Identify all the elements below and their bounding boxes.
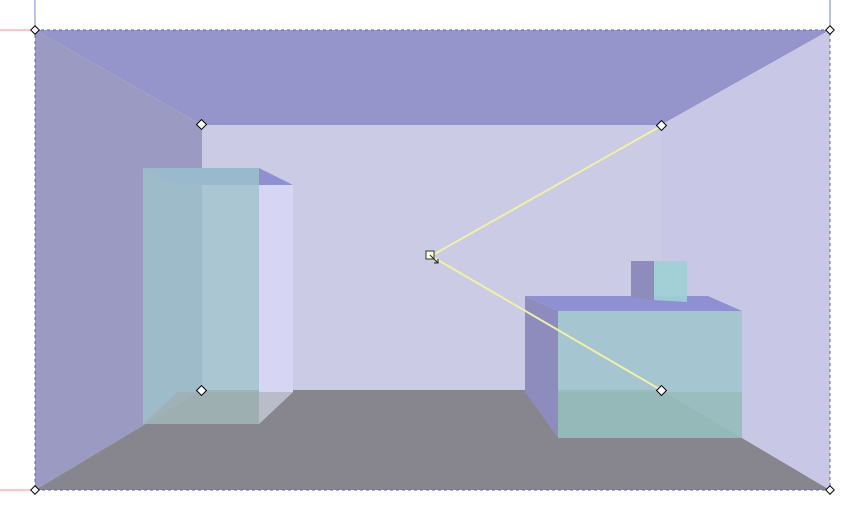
tall-box-right-side[interactable] [259,168,293,424]
node-handle-icon[interactable] [655,119,668,132]
node-handle-icon[interactable] [30,485,40,495]
wide-box[interactable] [525,296,742,438]
small-box-front[interactable] [654,261,687,302]
wide-box-left-side[interactable] [525,296,558,438]
node-handle-icon[interactable] [30,25,40,35]
tall-box-front[interactable] [143,168,259,424]
tall-box-floor-shadow [143,392,293,424]
small-box[interactable] [631,261,687,302]
node-handle-icon[interactable] [195,384,208,397]
small-box-left-side[interactable] [631,261,654,300]
ceiling-plane[interactable] [35,30,830,125]
wide-box-floor-region [558,392,742,438]
node-handle-icon[interactable] [825,485,835,495]
page-border [34,29,831,491]
node-handle-icon[interactable] [195,118,208,131]
node-handle-icon[interactable] [655,384,668,397]
node-handle-icon[interactable] [825,25,835,35]
tall-box[interactable] [143,168,293,424]
wide-box-top[interactable] [525,296,742,311]
cursor-icon [429,254,439,264]
vanishing-line-lower [430,255,662,391]
vanishing-line-upper [430,125,662,257]
